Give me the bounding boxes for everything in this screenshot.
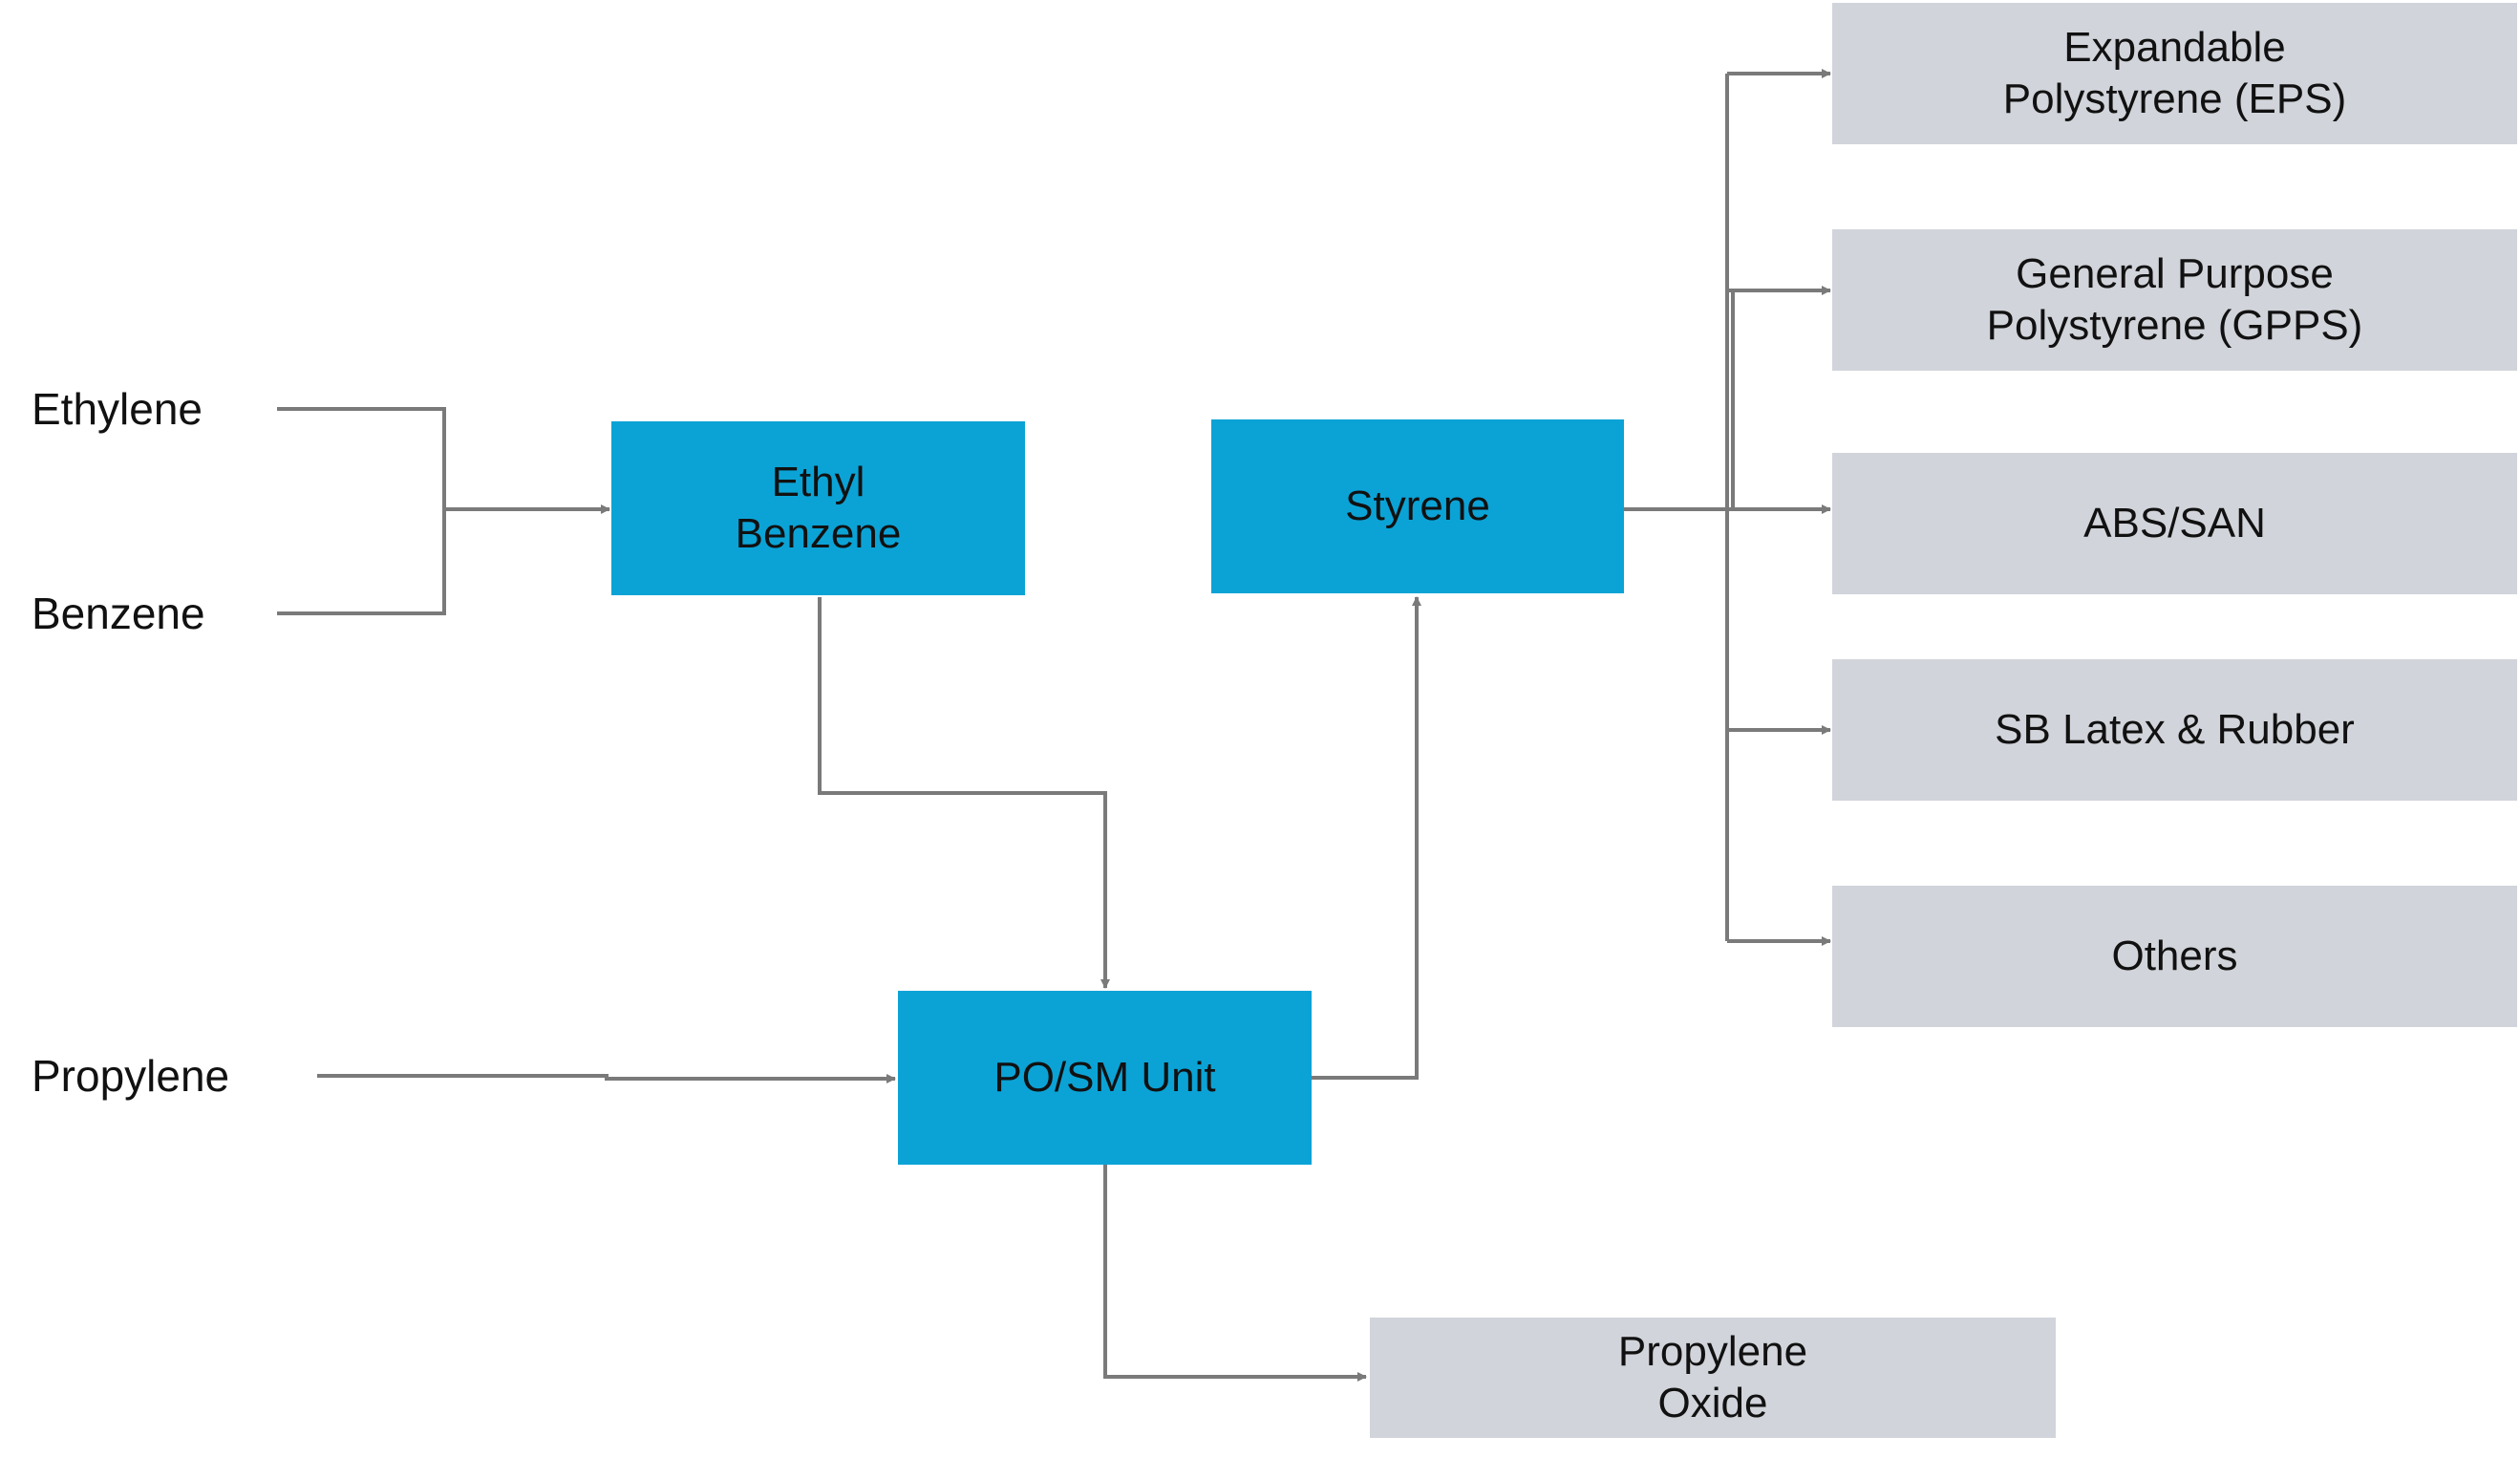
product-eps: Expandable Polystyrene (EPS) [1832, 3, 2517, 144]
propylene-oxide-line1: Propylene [1617, 1328, 1808, 1375]
input-propylene: Propylene [32, 1051, 230, 1101]
ethyl-benzene-line1: Ethyl [771, 459, 865, 505]
ethyl-benzene-line2: Benzene [735, 510, 902, 557]
process-styrene: Styrene [1211, 419, 1624, 593]
process-po-sm-unit: PO/SM Unit [898, 991, 1312, 1165]
gpps-line1: General Purpose [2016, 250, 2334, 297]
propylene-oxide-line2: Oxide [1657, 1380, 1768, 1426]
sb-latex-label: SB Latex & Rubber [1995, 706, 2355, 753]
eps-line1: Expandable [2063, 24, 2286, 71]
connector-posm-to-styrene [1312, 596, 1421, 1080]
connector-posm-to-propylene-oxide [1103, 1164, 1367, 1382]
connector-benzene [277, 509, 446, 615]
styrene-label: Styrene [1345, 482, 1490, 529]
gpps-line2: Polystyrene (GPPS) [1986, 302, 2363, 349]
product-propylene-oxide: Propylene Oxide [1370, 1318, 2056, 1438]
product-abs-san: ABS/SAN [1832, 453, 2517, 594]
eps-line2: Polystyrene (EPS) [2002, 75, 2347, 122]
connector-propylene-to-posm [317, 1074, 896, 1083]
process-ethyl-benzene: Ethyl Benzene [611, 421, 1025, 595]
connector-ethylene [277, 407, 446, 509]
input-ethylene: Ethylene [32, 384, 203, 434]
product-gpps: General Purpose Polystyrene (GPPS) [1832, 229, 2517, 371]
product-sb-latex-rubber: SB Latex & Rubber [1832, 659, 2517, 801]
input-benzene: Benzene [32, 589, 205, 638]
others-label: Others [2111, 933, 2238, 979]
abs-san-label: ABS/SAN [2083, 500, 2266, 547]
connector-ethyl-benzene-to-posm [818, 597, 1110, 989]
po-sm-unit-label: PO/SM Unit [993, 1054, 1216, 1101]
product-others: Others [1832, 886, 2517, 1027]
